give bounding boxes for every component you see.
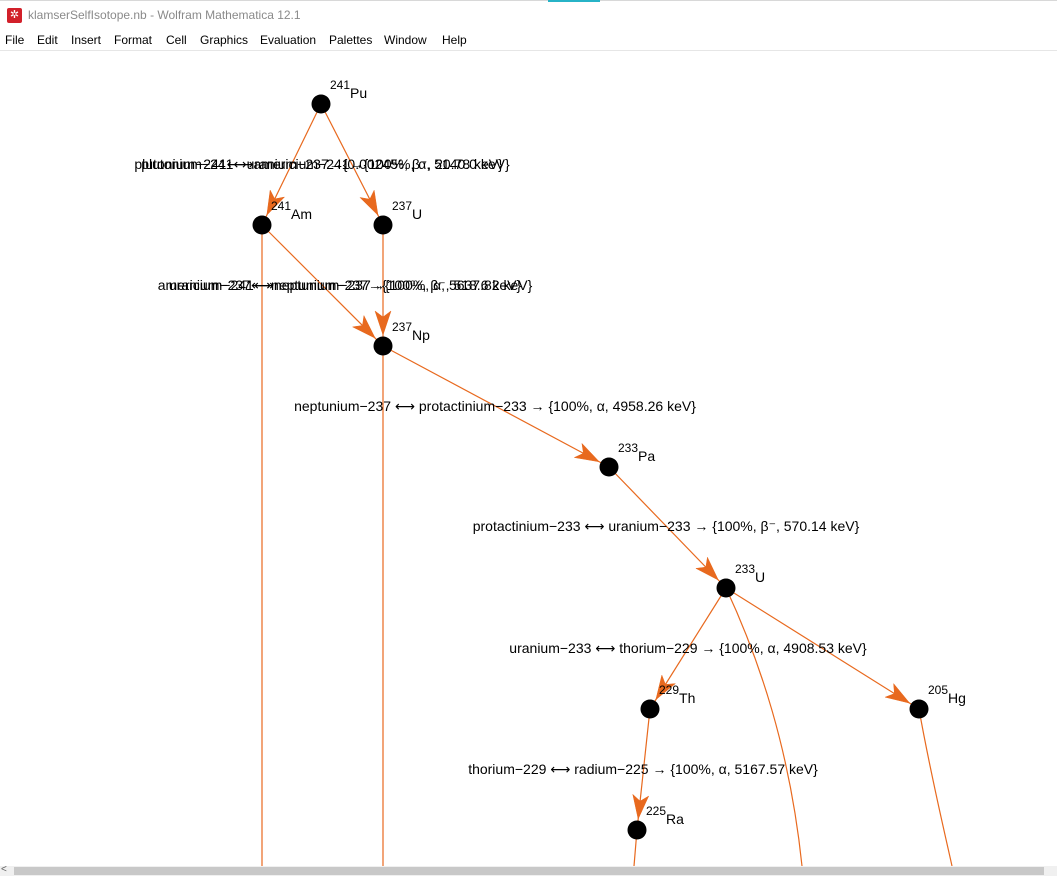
edge-pa233-u233-arrowhead bbox=[695, 556, 719, 581]
node-np237-mass: 237 bbox=[392, 320, 412, 334]
arrow-layer bbox=[266, 189, 911, 820]
node-am241[interactable] bbox=[252, 215, 272, 235]
edge-np237-pa233-label: neptunium−237 ⟷ protactinium−233 → {100%… bbox=[294, 398, 696, 414]
node-pa233[interactable] bbox=[599, 457, 619, 477]
edge-u233-th229-label: uranium−233 ⟷ thorium−229 → {100%, α, 49… bbox=[509, 640, 867, 656]
node-u237-mass: 237 bbox=[392, 199, 412, 213]
node-am241-symbol: Am bbox=[291, 206, 312, 222]
node-ra225[interactable] bbox=[627, 820, 647, 840]
horizontal-scrollbar[interactable]: < bbox=[0, 864, 1057, 876]
node-u237-symbol: U bbox=[412, 206, 422, 222]
node-ra225-symbol: Ra bbox=[666, 811, 684, 827]
menu-bar: File Edit Insert Format Cell Graphics Ev… bbox=[0, 31, 1057, 51]
node-u237-label: 237U bbox=[392, 199, 422, 222]
edge-pu241-u237-label: plutonium−241⟷uranium−237→{0.00245%, α, … bbox=[134, 156, 510, 172]
scrollbar-thumb[interactable] bbox=[14, 867, 1044, 875]
node-np237[interactable] bbox=[373, 336, 393, 356]
node-u237[interactable] bbox=[373, 215, 393, 235]
mathematica-spikey-icon[interactable]: ✲ bbox=[7, 8, 22, 23]
window-top-border bbox=[0, 0, 1057, 1]
node-am241-mass: 241 bbox=[271, 199, 291, 213]
node-hg205-label: 205Hg bbox=[928, 683, 966, 706]
node-pa233-symbol: Pa bbox=[638, 448, 655, 464]
menu-palettes[interactable]: Palettes bbox=[329, 33, 373, 47]
edge-pa233-u233-label: protactinium−233 ⟷ uranium−233 → {100%, … bbox=[473, 518, 860, 534]
edge-u233-hg205-arrowhead bbox=[884, 682, 911, 704]
menu-graphics[interactable]: Graphics bbox=[200, 33, 249, 47]
node-pu241[interactable] bbox=[311, 94, 331, 114]
edge-layer bbox=[261, 103, 953, 866]
menu-help[interactable]: Help bbox=[442, 33, 467, 47]
decay-graph[interactable]: plutonium−241⟷americium−241→{100%, β⁻, 2… bbox=[0, 51, 1057, 866]
menu-file[interactable]: File bbox=[5, 33, 25, 47]
menu-edit[interactable]: Edit bbox=[37, 33, 58, 47]
node-u233[interactable] bbox=[716, 578, 736, 598]
edge-u233-offscreen bbox=[725, 587, 803, 866]
menu-format[interactable]: Format bbox=[114, 33, 153, 47]
menu-evaluation[interactable]: Evaluation bbox=[260, 33, 317, 47]
label-layer: plutonium−241⟷americium−241→{100%, β⁻, 2… bbox=[134, 156, 867, 777]
node-pa233-mass: 233 bbox=[618, 441, 638, 455]
node-ra225-mass: 225 bbox=[646, 804, 666, 818]
node-np237-symbol: Np bbox=[412, 327, 430, 343]
edge-am241-np237-arrowhead bbox=[351, 314, 376, 339]
edge-u233-hg205 bbox=[725, 587, 920, 710]
node-pu241-label: 241Pu bbox=[330, 78, 367, 101]
node-th229[interactable] bbox=[640, 699, 660, 719]
edge-u237-np237-arrowhead bbox=[374, 310, 392, 336]
menu-window[interactable]: Window bbox=[384, 33, 427, 47]
menu-cell[interactable]: Cell bbox=[166, 33, 187, 47]
node-th229-mass: 229 bbox=[659, 683, 679, 697]
node-ra225-label: 225Ra bbox=[646, 804, 684, 827]
notebook-area[interactable]: plutonium−241⟷americium−241→{100%, β⁻, 2… bbox=[0, 51, 1057, 866]
node-th229-symbol: Th bbox=[679, 690, 695, 706]
node-hg205[interactable] bbox=[909, 699, 929, 719]
edge-th229-ra225-label: thorium−229 ⟷ radium−225 → {100%, α, 516… bbox=[468, 761, 818, 777]
edge-pu241-am241-label: plutonium−241⟷americium−241→{100%, β⁻, 2… bbox=[141, 156, 503, 172]
node-pu241-mass: 241 bbox=[330, 78, 350, 92]
window-title: klamserSelfIsotope.nb - Wolfram Mathemat… bbox=[28, 8, 301, 22]
edge-am241-np237-label: americium−241⟷neptunium−237→{100%, α, 56… bbox=[158, 277, 533, 293]
edge-hg205-offscreen bbox=[918, 708, 953, 866]
scroll-left-arrow[interactable]: < bbox=[1, 864, 7, 875]
node-u233-symbol: U bbox=[755, 569, 765, 585]
node-hg205-mass: 205 bbox=[928, 683, 948, 697]
node-hg205-symbol: Hg bbox=[948, 690, 966, 706]
edge-th229-ra225-arrowhead bbox=[632, 793, 650, 820]
edge-np237-pa233 bbox=[382, 345, 610, 468]
node-pa233-label: 233Pa bbox=[618, 441, 655, 464]
node-pu241-symbol: Pu bbox=[350, 85, 367, 101]
node-u233-label: 233U bbox=[735, 562, 765, 585]
node-np237-label: 237Np bbox=[392, 320, 430, 343]
edge-np237-pa233-arrowhead bbox=[573, 442, 600, 463]
edge-pu241-u237-arrowhead bbox=[359, 189, 379, 216]
edge-pu241-am241-arrowhead bbox=[266, 189, 286, 216]
node-u233-mass: 233 bbox=[735, 562, 755, 576]
focus-accent bbox=[548, 0, 600, 2]
node-am241-label: 241Am bbox=[271, 199, 312, 222]
edge-u237-np237-label: uranium−237⟷neptunium−237→{100%, β⁻, 518… bbox=[169, 277, 522, 293]
menu-insert[interactable]: Insert bbox=[71, 33, 102, 47]
title-bar: ✲ klamserSelfIsotope.nb - Wolfram Mathem… bbox=[0, 0, 1057, 31]
node-th229-label: 229Th bbox=[659, 683, 695, 706]
edge-u233-th229-arrowhead bbox=[655, 674, 677, 701]
